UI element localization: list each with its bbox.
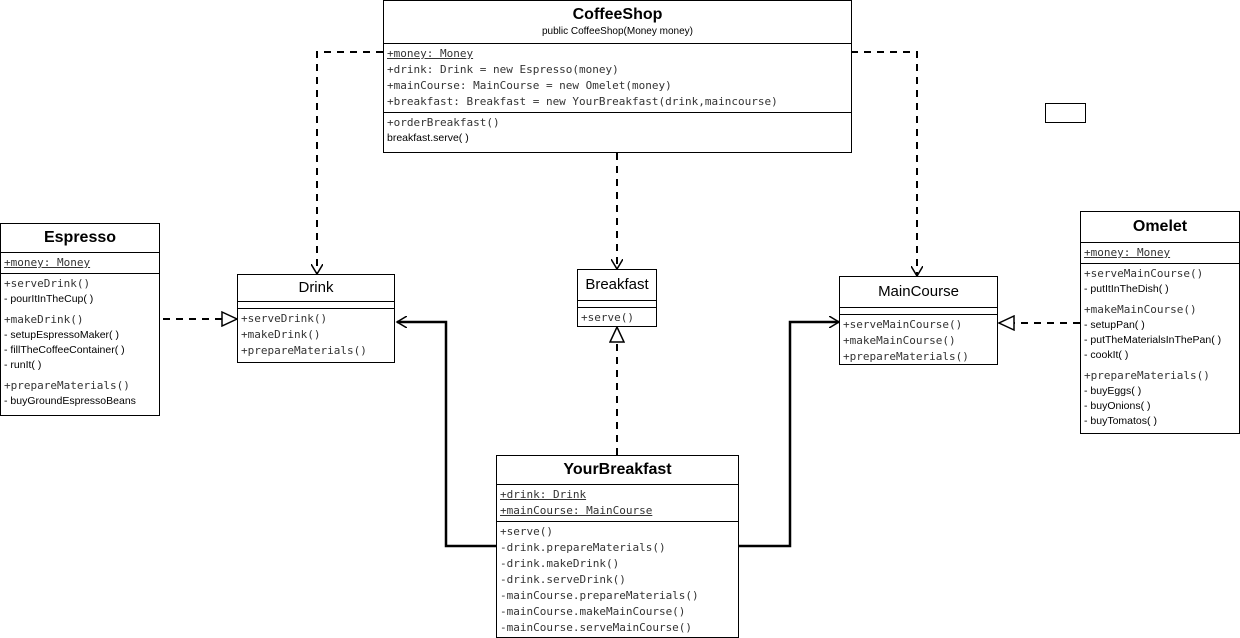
class-maincourse-methods: +serveMainCourse() +makeMainCourse() +pr… bbox=[840, 314, 997, 367]
class-breakfast[interactable]: Breakfast +serve() bbox=[577, 269, 657, 327]
method: -mainCourse.makeMainCourse() bbox=[500, 605, 686, 618]
method: +serve() bbox=[500, 525, 553, 538]
method: -drink.serveDrink() bbox=[500, 573, 626, 586]
method: -drink.prepareMaterials() bbox=[500, 541, 666, 554]
attribute: +mainCourse: MainCourse = new Omelet(mon… bbox=[387, 79, 672, 92]
method-step: - buyGroundEspressoBeans bbox=[4, 395, 136, 407]
method: +orderBreakfast() bbox=[387, 116, 500, 129]
method-step: - buyTomatos( ) bbox=[1084, 415, 1157, 427]
class-coffeeshop[interactable]: CoffeeShop public CoffeeShop(Money money… bbox=[383, 0, 852, 153]
class-omelet-methods: +serveMainCourse() - putItInTheDish( ) +… bbox=[1081, 263, 1239, 431]
attribute: +drink: Drink = new Espresso(money) bbox=[387, 63, 619, 76]
class-breakfast-name: Breakfast bbox=[585, 276, 649, 293]
method: +makeDrink() bbox=[4, 313, 84, 326]
method: +prepareMaterials() bbox=[241, 344, 367, 357]
method: +serveDrink() bbox=[4, 277, 91, 290]
class-yourbreakfast-methods: +serve() -drink.prepareMaterials() -drin… bbox=[497, 521, 738, 638]
empty-box bbox=[1045, 103, 1086, 123]
method: +prepareMaterials() bbox=[4, 379, 130, 392]
class-drink-methods: +serveDrink() +makeDrink() +prepareMater… bbox=[238, 308, 394, 361]
association-yourbreakfast-maincourse bbox=[738, 322, 839, 548]
method-step: - putItInTheDish( ) bbox=[1084, 283, 1169, 295]
method-step: - fillTheCoffeeContainer( ) bbox=[4, 344, 125, 356]
attribute: +breakfast: Breakfast = new YourBreakfas… bbox=[387, 95, 778, 108]
attribute: +money: Money bbox=[1084, 246, 1171, 259]
dependency-coffeeshop-maincourse bbox=[851, 51, 917, 276]
class-yourbreakfast-attributes: +drink: Drink +mainCourse: MainCourse bbox=[497, 484, 738, 521]
class-drink-name: Drink bbox=[298, 279, 334, 296]
attribute: +mainCourse: MainCourse bbox=[500, 504, 653, 517]
method-body: breakfast.serve( ) bbox=[387, 132, 469, 144]
class-coffeeshop-name: CoffeeShop bbox=[572, 6, 663, 23]
class-maincourse-attributes bbox=[840, 307, 997, 314]
method-step: - buyOnions( ) bbox=[1084, 400, 1151, 412]
attribute: +money: Money bbox=[4, 256, 91, 269]
method: -mainCourse.serveMainCourse() bbox=[500, 621, 693, 634]
class-omelet-name: Omelet bbox=[1132, 218, 1188, 235]
method-step: - setupEspressoMaker( ) bbox=[4, 329, 119, 341]
method-step: - setupPan( ) bbox=[1084, 319, 1145, 331]
class-coffeeshop-methods: +orderBreakfast() breakfast.serve( ) bbox=[384, 112, 851, 148]
method: +serveDrink() bbox=[241, 312, 328, 325]
method-step: - pourItInTheCup( ) bbox=[4, 293, 94, 305]
class-maincourse[interactable]: MainCourse +serveMainCourse() +makeMainC… bbox=[839, 276, 998, 365]
method: -drink.makeDrink() bbox=[500, 557, 620, 570]
class-yourbreakfast-name: YourBreakfast bbox=[563, 461, 672, 478]
class-coffeeshop-attributes: +money: Money +drink: Drink = new Espres… bbox=[384, 43, 851, 112]
class-maincourse-name: MainCourse bbox=[878, 283, 959, 300]
class-yourbreakfast[interactable]: YourBreakfast +drink: Drink +mainCourse:… bbox=[496, 455, 739, 638]
class-omelet[interactable]: Omelet +money: Money +serveMainCourse() … bbox=[1080, 211, 1240, 434]
method: +prepareMaterials() bbox=[1084, 369, 1210, 382]
method: +serveMainCourse() bbox=[1084, 267, 1204, 280]
class-omelet-attributes: +money: Money bbox=[1081, 242, 1239, 263]
method: +makeMainCourse() bbox=[1084, 303, 1197, 316]
class-breakfast-methods: +serve() bbox=[578, 307, 656, 328]
attribute: +drink: Drink bbox=[500, 488, 587, 501]
method-step: - putTheMaterialsInThePan( ) bbox=[1084, 334, 1222, 346]
method: +serveMainCourse() bbox=[843, 318, 963, 331]
dependency-coffeeshop-drink bbox=[317, 51, 383, 274]
attribute: +money: Money bbox=[387, 47, 474, 60]
class-espresso-name: Espresso bbox=[43, 229, 117, 246]
class-espresso[interactable]: Espresso +money: Money +serveDrink() - p… bbox=[0, 223, 160, 416]
class-drink-attributes bbox=[238, 301, 394, 308]
method-step: - runIt( ) bbox=[4, 359, 42, 371]
method: +prepareMaterials() bbox=[843, 350, 969, 363]
method-step: - cookIt( ) bbox=[1084, 349, 1129, 361]
method: -mainCourse.prepareMaterials() bbox=[500, 589, 699, 602]
class-breakfast-attributes bbox=[578, 300, 656, 307]
class-espresso-attributes: +money: Money bbox=[1, 252, 159, 273]
class-coffeeshop-constructor: public CoffeeShop(Money money) bbox=[541, 26, 693, 37]
association-yourbreakfast-drink bbox=[397, 322, 496, 548]
method: +makeDrink() bbox=[241, 328, 321, 341]
method: +serve() bbox=[581, 311, 634, 324]
class-drink[interactable]: Drink +serveDrink() +makeDrink() +prepar… bbox=[237, 274, 395, 363]
class-espresso-methods: +serveDrink() - pourItInTheCup( ) +makeD… bbox=[1, 273, 159, 411]
method: +makeMainCourse() bbox=[843, 334, 956, 347]
method-step: - buyEggs( ) bbox=[1084, 385, 1142, 397]
